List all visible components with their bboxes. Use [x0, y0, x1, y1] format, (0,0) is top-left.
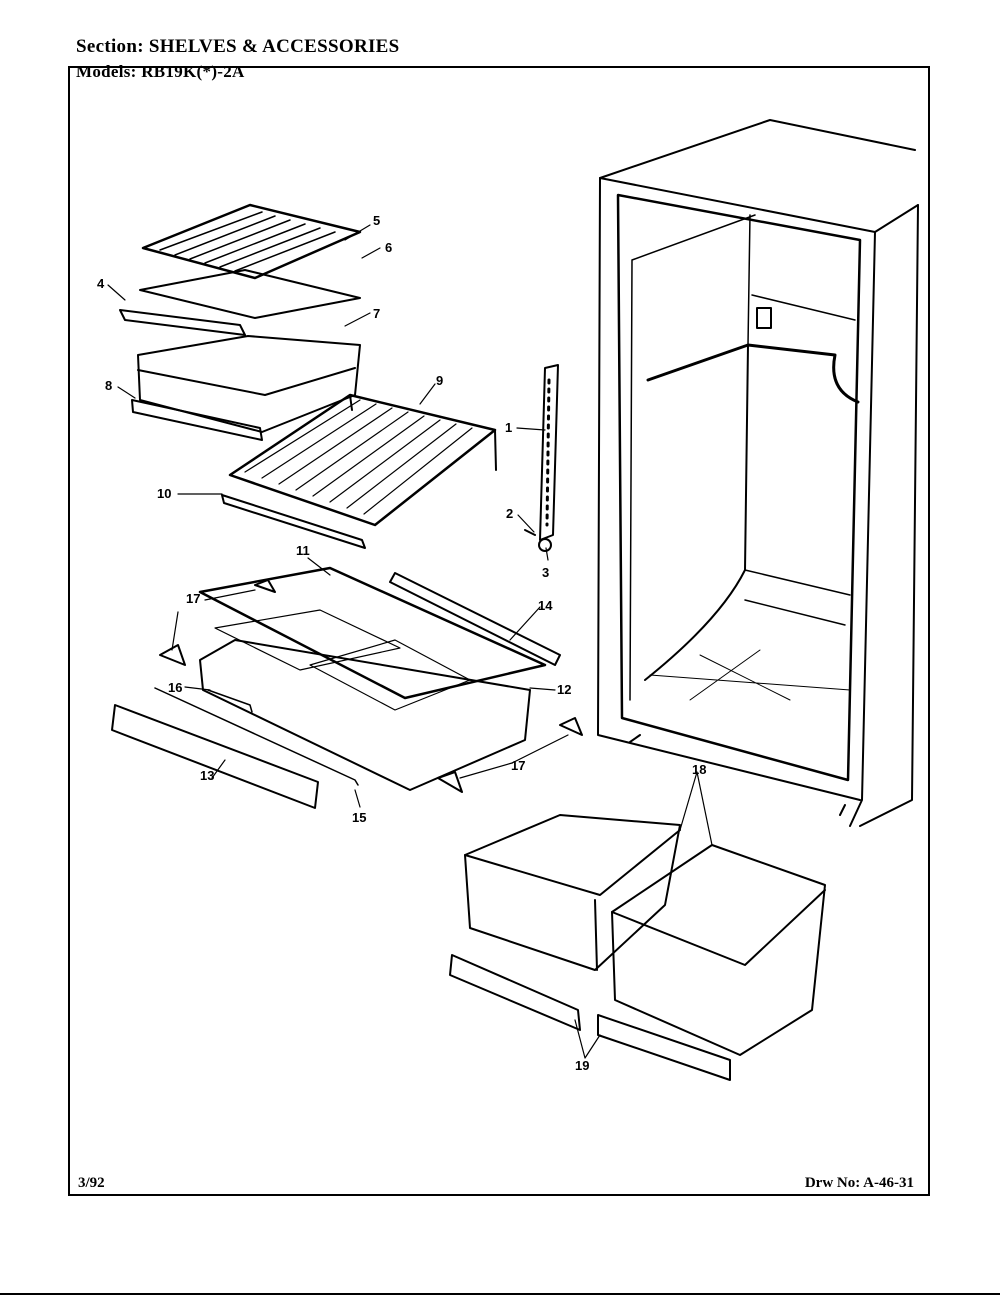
- callout-12: 12: [557, 682, 571, 697]
- wire-shelf: [221, 393, 497, 549]
- callout-15: 15: [352, 810, 366, 825]
- callout-7: 7: [373, 306, 380, 321]
- callout-16: 16: [168, 680, 182, 695]
- diagram-frame: [68, 66, 930, 1196]
- callout-4: 4: [97, 276, 105, 291]
- drawing-number: Drw No: A-46-31: [805, 1175, 914, 1192]
- callout-18: 18: [692, 762, 706, 777]
- glass-shelf-assembly: [111, 566, 583, 809]
- upper-shelf-assembly: [119, 203, 362, 441]
- callout-6: 6: [385, 240, 392, 255]
- drawing-label: Drw No:: [804, 1175, 861, 1191]
- callout-17-lower: 17: [511, 758, 525, 773]
- callout-17-upper: 17: [186, 591, 200, 606]
- callout-8: 8: [105, 378, 112, 393]
- drawing-value: A-46-31: [863, 1175, 914, 1191]
- callout-14: 14: [538, 598, 553, 613]
- bottom-rule: [0, 1293, 1000, 1295]
- section-value: SHELVES & ACCESSORIES: [148, 36, 400, 57]
- callout-5: 5: [373, 213, 380, 228]
- section-heading: Section: SHELVES & ACCESSORIES: [76, 36, 400, 58]
- crisper-drawers: [449, 814, 826, 1081]
- callout-19: 19: [575, 1058, 589, 1073]
- callout-1: 1: [505, 420, 512, 435]
- callout-2: 2: [506, 506, 513, 521]
- callout-9: 9: [436, 373, 443, 388]
- shelf-track: [524, 364, 559, 552]
- callout-13: 13: [200, 768, 214, 783]
- callout-11: 11: [296, 543, 310, 558]
- callout-3: 3: [542, 565, 549, 580]
- leader-lines: [107, 224, 713, 1059]
- section-label: Section:: [76, 36, 144, 57]
- callout-10: 10: [157, 486, 171, 501]
- footer-date: 3/92: [78, 1175, 105, 1191]
- refrigerator-cabinet: [597, 119, 919, 827]
